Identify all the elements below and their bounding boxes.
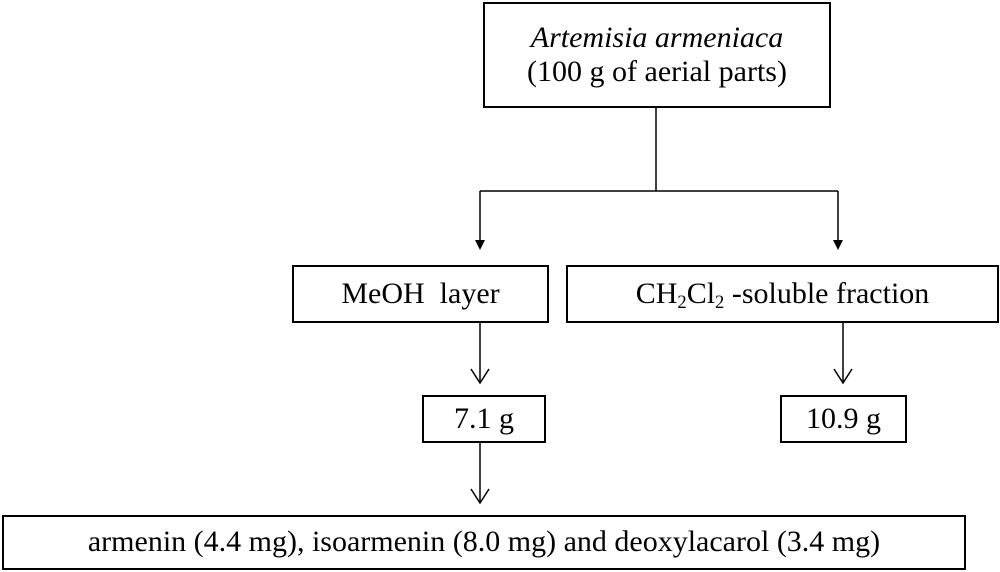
arrowhead-to-compounds	[470, 488, 490, 505]
meoh-mass-box: 7.1 g	[422, 395, 546, 443]
formula-h-subscript: 2	[677, 291, 687, 313]
formula-cl-subscript: 2	[715, 291, 725, 313]
arrowhead-to-ch2cl2-fraction	[833, 240, 843, 250]
compounds-box: armenin (4.4 mg), isoarmenin (8.0 mg) an…	[2, 515, 966, 570]
source-plant-box: Artemisia armeniaca (100 g of aerial par…	[483, 2, 831, 108]
formula-carbon-hydrogen: CH	[635, 276, 678, 310]
fraction-suffix: -soluble fraction	[724, 276, 930, 310]
meoh-layer-box: MeOH layer	[292, 265, 549, 323]
ch2cl2-mass-label: 10.9 g	[806, 401, 881, 435]
arrowhead-to-meoh-mass	[470, 368, 490, 385]
compounds-label: armenin (4.4 mg), isoarmenin (8.0 mg) an…	[87, 525, 881, 559]
arrowhead-to-meoh-layer	[475, 240, 485, 250]
source-amount: (100 g of aerial parts)	[527, 55, 787, 88]
arrowhead-to-ch2cl2-mass	[833, 368, 853, 385]
meoh-mass-label: 7.1 g	[454, 401, 514, 435]
formula-chlorine: Cl	[686, 276, 716, 310]
ch2cl2-mass-box: 10.9 g	[780, 395, 907, 443]
meoh-layer-label: MeOH layer	[341, 276, 500, 310]
source-species-name: Artemisia armeniaca	[530, 20, 784, 54]
ch2cl2-fraction-box: CH2Cl2 -soluble fraction	[566, 265, 999, 323]
ch2cl2-fraction-label: CH2Cl2 -soluble fraction	[636, 277, 930, 312]
